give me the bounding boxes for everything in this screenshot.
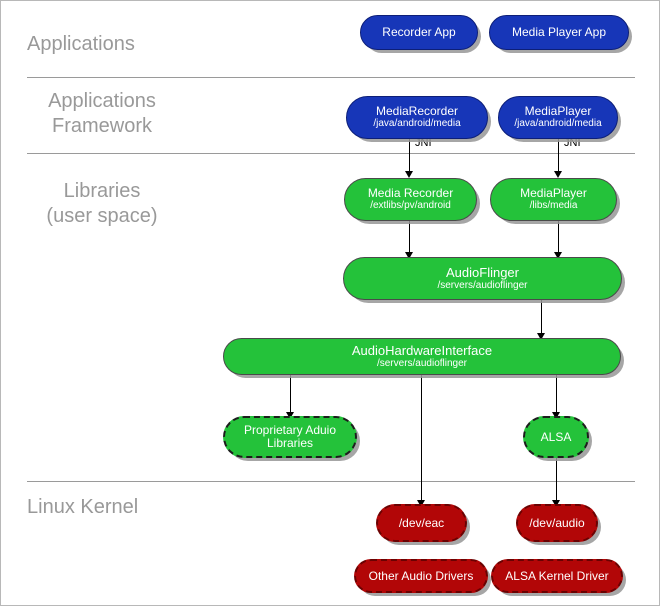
node-mediarecorder-library-title: Media Recorder xyxy=(367,186,454,201)
divider-applications-framework xyxy=(27,153,635,154)
node-recorder-app[interactable]: Recorder App xyxy=(360,15,478,50)
node-other-audio-drivers[interactable]: Other Audio Drivers xyxy=(354,559,488,593)
connector-ahi-deveac xyxy=(421,374,422,504)
connector-label-jni-right: JNI xyxy=(564,137,581,149)
connector-label-jni-left: JNI xyxy=(415,137,432,149)
node-proprietary-audio-libraries-subtitle: Libraries xyxy=(266,436,314,450)
connector-audioflinger-audiohardwareinterface xyxy=(541,300,542,338)
divider-applications xyxy=(27,77,635,78)
arrowhead-audioflinger-audiohardwareinterface xyxy=(537,333,545,340)
node-audiohardwareinterface-title: AudioHardwareInterface xyxy=(351,342,493,358)
node-mediaplayer-library[interactable]: MediaPlayer /libs/media xyxy=(490,178,617,221)
node-alsa-title: ALSA xyxy=(540,429,572,444)
node-dev-audio-title: /dev/audio xyxy=(529,515,585,530)
node-dev-eac[interactable]: /dev/eac xyxy=(376,504,467,542)
arrowhead-mediaplayerlib-audioflinger xyxy=(554,252,562,259)
node-media-player-app-title: Media Player App xyxy=(511,25,607,40)
node-dev-eac-title: /dev/eac xyxy=(398,515,445,530)
arrowhead-mediaplayer-jni xyxy=(554,171,562,178)
node-mediarecorder-framework-path: /java/android/media xyxy=(373,118,461,130)
node-audioflinger-path: /servers/audioflinger xyxy=(437,279,528,291)
node-mediarecorder-framework[interactable]: MediaRecorder /java/android/media xyxy=(346,96,488,139)
arrowhead-mediarecorder-jni xyxy=(405,171,413,178)
node-audiohardwareinterface[interactable]: AudioHardwareInterface /servers/audiofli… xyxy=(223,338,621,375)
node-alsa[interactable]: ALSA xyxy=(523,416,589,458)
arrowhead-mediarecorderlib-audioflinger xyxy=(405,252,413,259)
node-mediaplayer-framework[interactable]: MediaPlayer /java/android/media xyxy=(498,96,618,139)
layer-label-libraries: Libraries (user space) xyxy=(46,180,158,227)
node-mediaplayer-framework-title: MediaPlayer xyxy=(524,104,592,119)
node-alsa-kernel-driver-title: ALSA Kernel Driver xyxy=(505,568,609,583)
node-mediaplayer-framework-path: /java/android/media xyxy=(514,118,602,130)
node-audioflinger-title: AudioFlinger xyxy=(446,264,519,280)
connector-ahi-proprietary xyxy=(290,374,291,416)
connector-mediaplayerlib-audioflinger xyxy=(558,221,559,257)
node-proprietary-audio-libraries[interactable]: Proprietary Aduio Libraries xyxy=(223,416,357,458)
node-mediarecorder-library[interactable]: Media Recorder /extlibs/pv/android xyxy=(344,178,477,221)
layer-label-linux-kernel: Linux Kernel xyxy=(27,496,139,518)
layer-label-applications-framework: Applications Framework xyxy=(48,90,156,137)
connector-mediaplayer-jni xyxy=(558,139,559,175)
node-alsa-kernel-driver[interactable]: ALSA Kernel Driver xyxy=(491,559,623,593)
node-mediaplayer-library-title: MediaPlayer xyxy=(520,186,587,201)
node-audioflinger[interactable]: AudioFlinger /servers/audioflinger xyxy=(343,257,622,300)
node-dev-audio[interactable]: /dev/audio xyxy=(516,504,598,542)
connector-ahi-alsa xyxy=(556,374,557,416)
layer-label-applications: Applications xyxy=(27,33,135,55)
node-mediarecorder-framework-title: MediaRecorder xyxy=(375,104,459,119)
node-mediarecorder-library-path: /extlibs/pv/android xyxy=(370,200,451,212)
node-mediaplayer-library-path: /libs/media xyxy=(529,200,578,212)
connector-mediarecorderlib-audioflinger xyxy=(409,221,410,257)
node-recorder-app-title: Recorder App xyxy=(382,25,456,40)
connector-mediarecorder-jni xyxy=(409,139,410,175)
node-audiohardwareinterface-path: /servers/audioflinger xyxy=(376,357,468,369)
node-other-audio-drivers-title: Other Audio Drivers xyxy=(368,568,474,583)
node-proprietary-audio-libraries-title: Proprietary Aduio xyxy=(243,423,337,438)
node-media-player-app[interactable]: Media Player App xyxy=(489,15,629,50)
connector-alsa-devaudio xyxy=(556,458,557,504)
divider-libraries xyxy=(27,481,635,482)
